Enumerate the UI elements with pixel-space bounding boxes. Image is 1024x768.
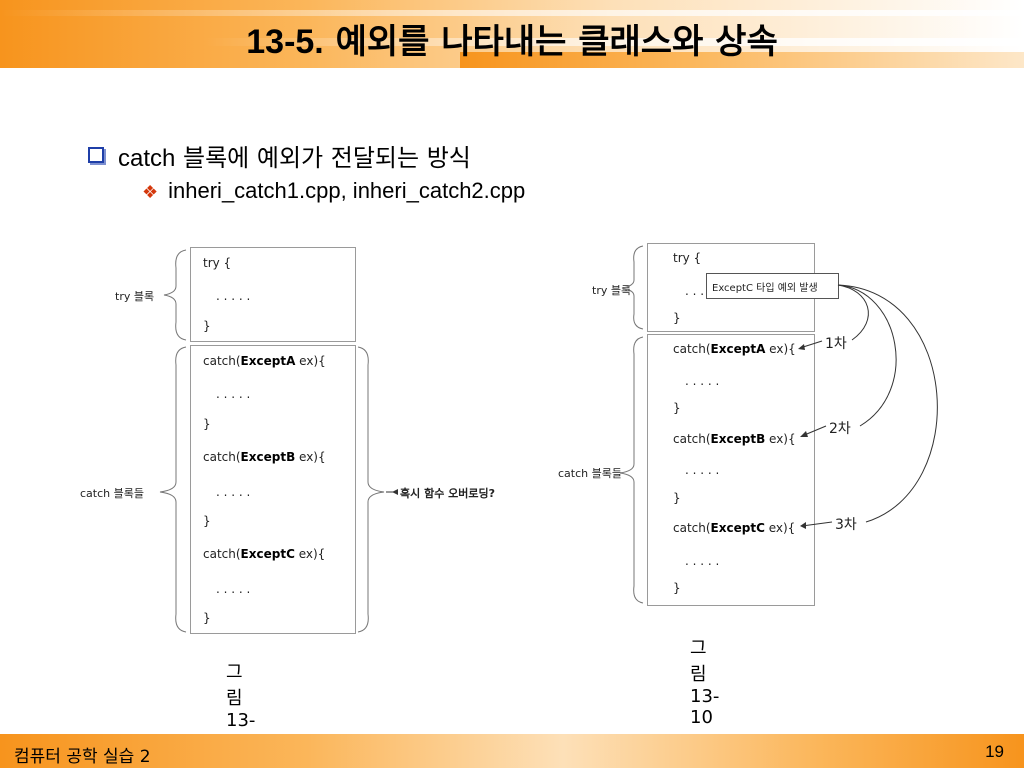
footer-bar [0, 734, 1024, 768]
code-line: } [203, 319, 211, 333]
code-line: . . . . . [685, 463, 720, 477]
diamond-bullet-icon: ❖ [142, 182, 159, 202]
code-line: . . . . . [216, 485, 251, 499]
code-line: } [203, 611, 211, 625]
code-line: } [673, 581, 681, 595]
code-line: catch(ExceptA ex){ [673, 342, 796, 356]
code-line: catch(ExceptC ex){ [203, 547, 326, 561]
code-line: catch(ExceptC ex){ [673, 521, 796, 535]
header-stripe [0, 10, 1024, 16]
page-number: 19 [985, 742, 1004, 761]
code-line: try { [203, 256, 232, 270]
code-line: try { [673, 251, 702, 265]
try-block-label: try 블록 [592, 284, 632, 297]
footer-course: 컴퓨터 공학 실습 2 [14, 747, 151, 767]
square-bullet-icon [88, 147, 104, 163]
code-line: } [673, 401, 681, 415]
try-block-box [190, 247, 356, 342]
code-line: . . . [685, 284, 705, 298]
code-line: catch(ExceptB ex){ [203, 450, 326, 464]
code-line: . . . . . [216, 387, 251, 401]
exception-box [706, 273, 839, 299]
header-stripe [460, 52, 1024, 68]
slide-title: 13-5. 예외를 나타내는 클래스와 상속 [0, 14, 1024, 63]
bullet1-keyword: catch [118, 145, 176, 172]
code-line: . . . . . [685, 374, 720, 388]
bullet-level2: ❖ inheri_catch1.cpp, inheri_catch2.cpp [142, 178, 525, 204]
figure-caption: 그림13-10 [690, 638, 720, 728]
code-line: . . . . . [216, 289, 251, 303]
attempt-label: 2차 [829, 421, 851, 437]
code-line: . . . . . [685, 554, 720, 568]
attempt-label: 3차 [835, 517, 857, 533]
try-block-label: try 블록 [115, 290, 155, 303]
catch-blocks-label: catch 블록들 [80, 487, 144, 500]
code-line: catch(ExceptA ex){ [203, 354, 326, 368]
code-line: } [203, 514, 211, 528]
exception-box-text: ExceptC 타입 예외 발생 [712, 283, 818, 294]
code-line: } [673, 311, 681, 325]
title-number: 13-5. [246, 23, 324, 61]
header-bar [0, 0, 1024, 68]
bullet1-text: 블록에 예외가 전달되는 방식 [175, 144, 471, 172]
code-line: } [203, 417, 211, 431]
attempt-label: 1차 [825, 336, 847, 352]
bullet-level1: catch 블록에 예외가 전달되는 방식 [88, 138, 471, 173]
title-text: 예외를 나타내는 클래스와 상속 [335, 22, 778, 62]
header-stripe [0, 38, 1024, 46]
catch-blocks-label: catch 블록들 [558, 467, 622, 480]
code-line: } [673, 491, 681, 505]
code-line: catch(ExceptB ex){ [673, 432, 796, 446]
catch-blocks-box [647, 334, 815, 606]
code-line: . . . . . [216, 582, 251, 596]
catch-blocks-box [190, 345, 356, 634]
bullet2-text: inheri_catch1.cpp, inheri_catch2.cpp [168, 178, 526, 203]
overload-label: 혹시 함수 오버로딩? [400, 487, 495, 500]
